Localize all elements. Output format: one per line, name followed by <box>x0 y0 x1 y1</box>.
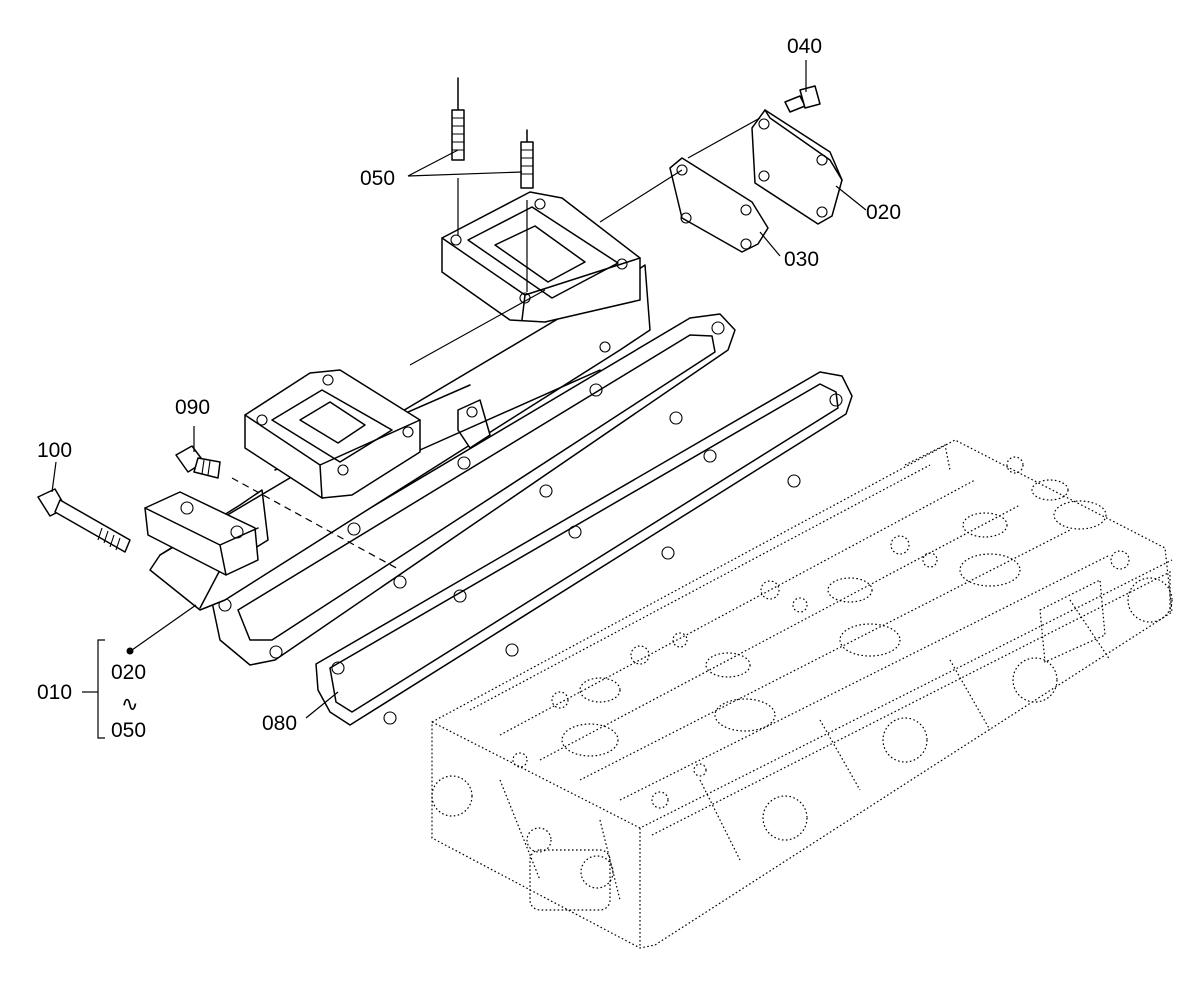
callout-020-range-start: 020 <box>111 661 146 684</box>
stud-050-left <box>451 77 465 236</box>
callout-050-range-end: 050 <box>111 719 146 742</box>
gasket-080 <box>315 371 853 726</box>
callout-100: 100 <box>37 439 72 462</box>
callout-010: 010 <box>37 681 72 704</box>
callout-080: 080 <box>262 712 297 735</box>
gasket-030 <box>669 157 769 253</box>
bolt-100 <box>37 488 131 553</box>
leader-lines <box>51 60 867 739</box>
bolt-090 <box>175 445 221 479</box>
bolt-040 <box>784 85 821 113</box>
upper-inlet-flange <box>441 191 641 323</box>
manifold-flange <box>211 313 736 666</box>
callout-020: 020 <box>866 201 901 224</box>
cover-020 <box>751 109 843 225</box>
callout-labels: 040 050 020 030 090 100 010 020 ∿ 050 08… <box>37 35 901 742</box>
range-dot <box>126 647 134 655</box>
callout-090: 090 <box>175 396 210 419</box>
stud-050-right <box>520 129 534 292</box>
callout-050: 050 <box>360 167 395 190</box>
callout-030: 030 <box>784 248 819 271</box>
cylinder-head <box>431 439 1173 949</box>
lower-inlet-flange <box>244 369 421 499</box>
callout-040: 040 <box>787 35 822 58</box>
callout-range-mark: ∿ <box>121 693 139 716</box>
